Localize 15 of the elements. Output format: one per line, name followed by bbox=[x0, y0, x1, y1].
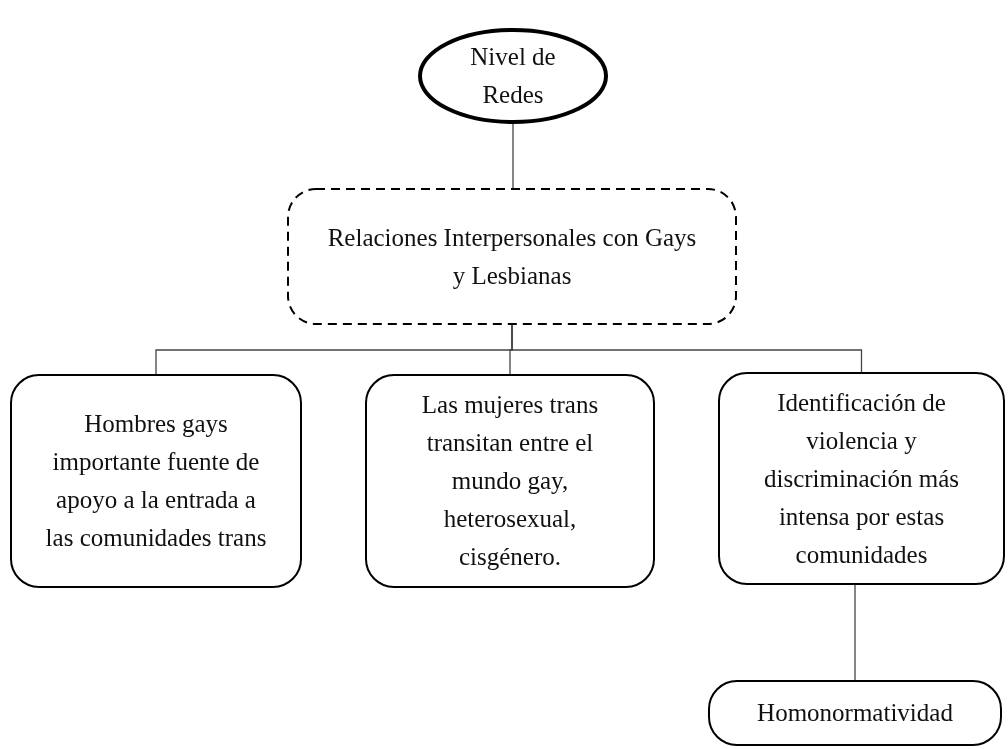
node-text: Hombres gays importante fuente de apoyo a la entrada a las comunidades trans bbox=[44, 409, 268, 553]
node-text: Relaciones Interpersonales con Gays y Lesbianas bbox=[326, 222, 698, 291]
rounded-box bbox=[718, 372, 1005, 585]
connector-line bbox=[512, 123, 514, 189]
ellipse-node bbox=[418, 28, 608, 124]
rounded-box bbox=[365, 374, 655, 588]
node-text: Identificación de violencia y discriminación más intensa por estas comunidades bbox=[762, 387, 961, 570]
node-text: Las mujeres trans transitan entre el mundo gay, heterosexual, cisgénero. bbox=[420, 390, 600, 572]
dashed-box bbox=[287, 188, 737, 325]
connector-line bbox=[854, 584, 856, 681]
node-text: Homonormatividad bbox=[757, 698, 953, 728]
node-text: Nivel de Redes bbox=[469, 42, 557, 110]
connector-line bbox=[511, 324, 863, 373]
rounded-box bbox=[10, 374, 302, 588]
rounded-box bbox=[708, 680, 1002, 746]
